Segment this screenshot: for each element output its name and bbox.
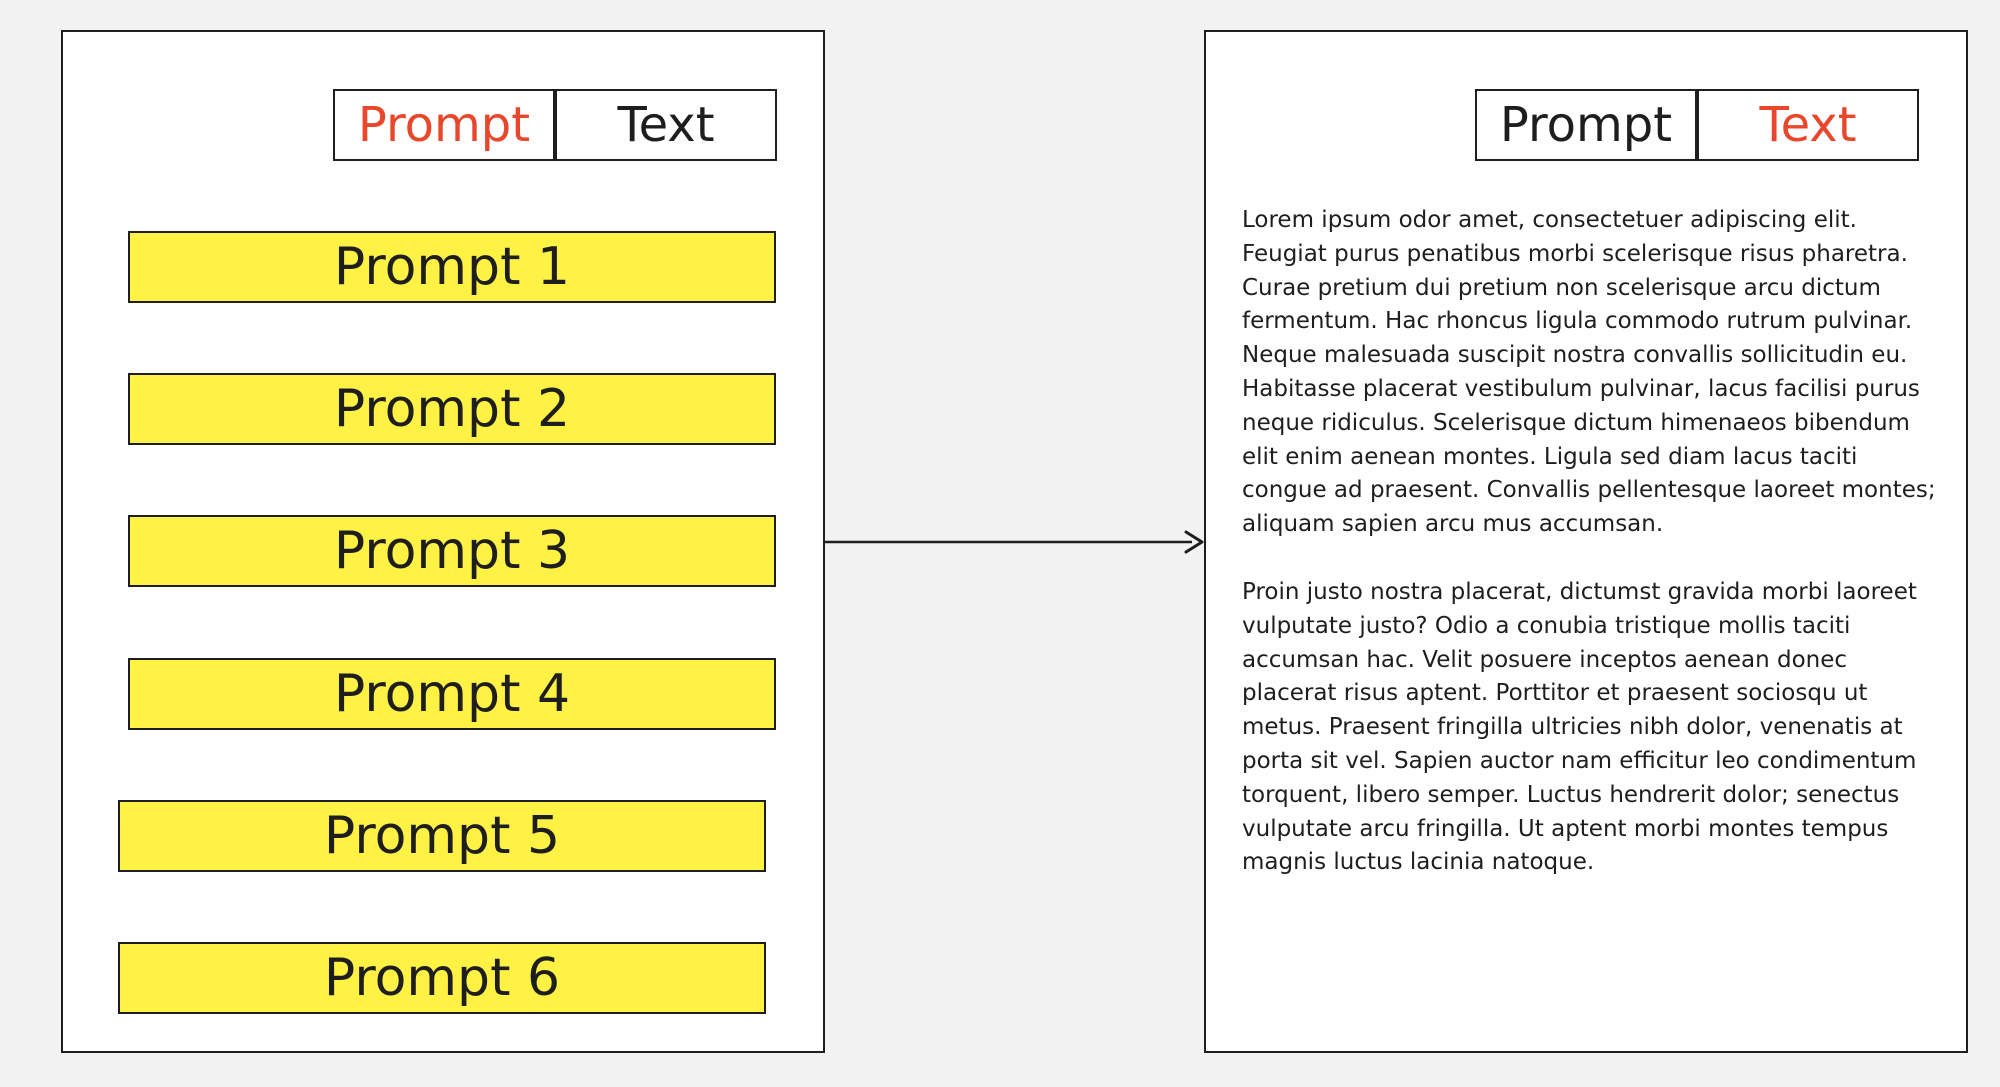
prompt-list-panel: Prompt Text Prompt 1 Prompt 2 Prompt 3 P…	[61, 30, 825, 1053]
arrow-head	[1184, 530, 1204, 554]
tab-bar: Prompt Text	[1475, 89, 1919, 161]
prompt-item-4[interactable]: Prompt 4	[128, 658, 776, 730]
tab-prompt[interactable]: Prompt	[1475, 89, 1697, 161]
text-content: Lorem ipsum odor amet, consectetuer adip…	[1242, 204, 1942, 914]
tab-prompt[interactable]: Prompt	[333, 89, 555, 161]
tab-text[interactable]: Text	[555, 89, 777, 161]
tab-text[interactable]: Text	[1697, 89, 1919, 161]
prompt-item-3[interactable]: Prompt 3	[128, 515, 776, 587]
tab-bar: Prompt Text	[333, 89, 777, 161]
paragraph-2: Proin justo nostra placerat, dictumst gr…	[1242, 578, 1917, 876]
text-view-panel: Prompt Text Lorem ipsum odor amet, conse…	[1204, 30, 1968, 1053]
prompt-item-1[interactable]: Prompt 1	[128, 231, 776, 303]
prompt-item-5[interactable]: Prompt 5	[118, 800, 766, 872]
prompt-item-2[interactable]: Prompt 2	[128, 373, 776, 445]
paragraph-1: Lorem ipsum odor amet, consectetuer adip…	[1242, 207, 1936, 538]
prompt-item-6[interactable]: Prompt 6	[118, 942, 766, 1014]
